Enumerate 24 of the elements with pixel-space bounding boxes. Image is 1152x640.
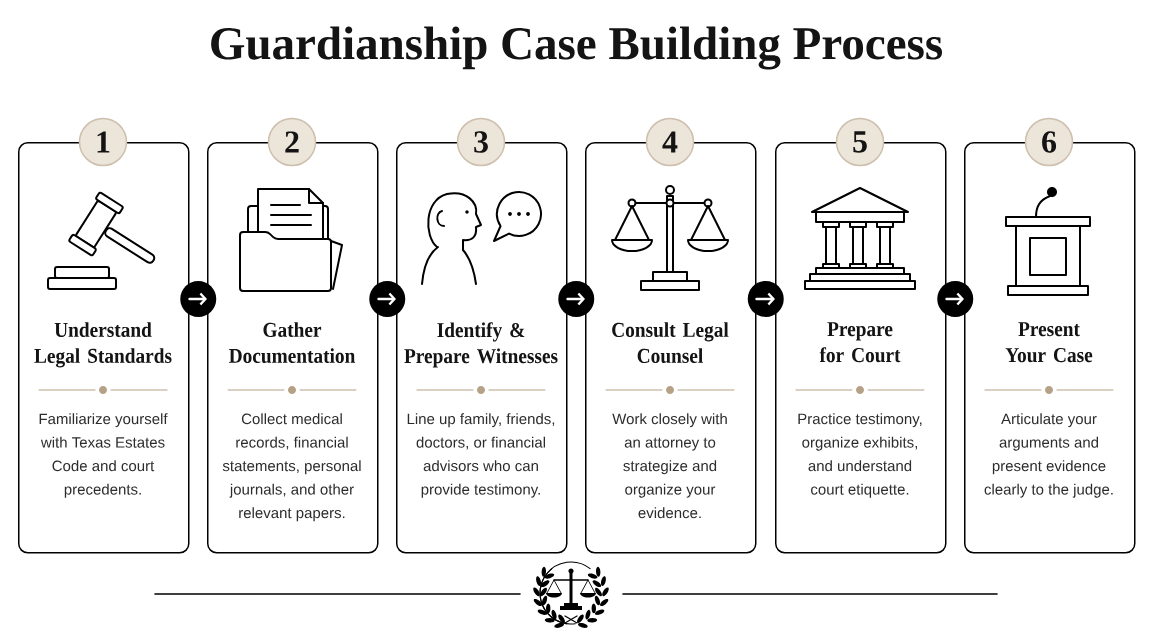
number-badge: 2 (267, 117, 317, 167)
step-description: Familiarize yourself with Texas Estates Code and court precedents. (39, 413, 168, 498)
number-badge: 4 (645, 117, 695, 167)
number-badge: 1 (78, 117, 128, 167)
step-heading: Prepare for Court (819, 322, 901, 363)
arrow (945, 292, 964, 306)
title: Guardianship Case Building Process (211, 26, 942, 70)
step-description: Articulate your arguments and present evidence clearly to the judge. (984, 413, 1113, 498)
step-description: Practice testimony, organize exhibits, and understand court etiquette. (798, 413, 922, 498)
arrow (377, 292, 396, 306)
number-badge: 6 (1024, 117, 1074, 167)
number-badge: 3 (456, 117, 506, 167)
number-badge: 5 (835, 117, 885, 167)
step-heading: Gather Documentation (229, 322, 356, 363)
step-description: Work closely with an attorney to strategize and organize your evidence. (612, 413, 727, 519)
step-heading: Identify & Prepare Witnesses (404, 322, 558, 368)
step-heading: Present Your Case (1005, 322, 1093, 363)
step-heading: Consult Legal Counsel (612, 322, 729, 363)
arrow (755, 292, 775, 306)
step-description: Collect medical records, financial statements, personal journals, and other relevant papers. (222, 413, 361, 522)
arrow (566, 292, 585, 306)
arrow (188, 292, 207, 306)
step-heading: Understand Legal Standards (34, 322, 172, 368)
step-description: Line up family, friends, doctors, or financial advisors who can provide testimony. (407, 413, 555, 498)
